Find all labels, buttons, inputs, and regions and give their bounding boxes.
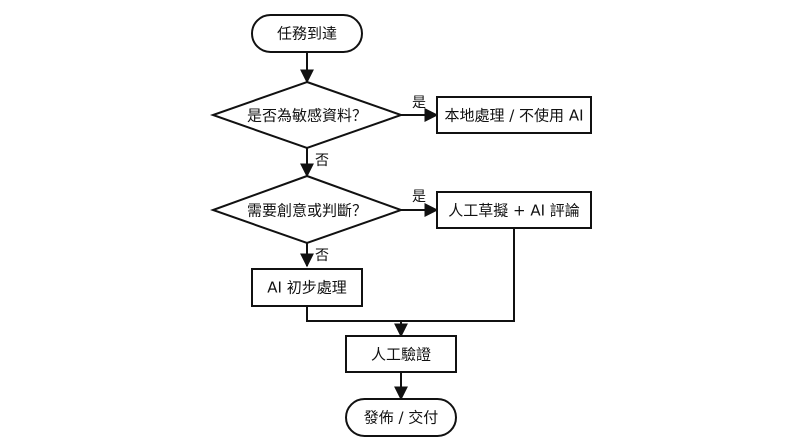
node-end: 發佈 / 交付 (345, 398, 457, 437)
node-ai-initial-processing: AI 初步處理 (251, 268, 363, 307)
decision-sensitive-diamond (209, 80, 405, 150)
node-human-verification: 人工驗證 (345, 335, 457, 373)
end-label: 發佈 / 交付 (364, 409, 439, 427)
human-verification-box (345, 335, 457, 373)
node-decision-creative: 需要創意或判斷？ (210, 174, 404, 245)
label-creative-no: 否 (315, 248, 329, 264)
decision-creative-diamond (210, 174, 404, 245)
edges (300, 52, 515, 401)
local-processing-box (436, 96, 592, 134)
local-processing-label: 本地處理 / 不使用 AI (444, 107, 583, 125)
start-label: 任務到達 (277, 25, 337, 43)
node-local-processing: 本地處理 / 不使用 AI (436, 96, 592, 134)
human-draft-label: 人工草擬 + AI 評論 (448, 202, 580, 220)
ai-initial-label: AI 初步處理 (267, 279, 346, 297)
start-terminal-shape (251, 14, 363, 53)
human-verification-label: 人工驗證 (371, 346, 431, 364)
label-sensitive-yes: 是 (412, 95, 426, 111)
edge-ai-to-merge (306, 306, 401, 322)
edge-draft-to-merge (401, 228, 515, 322)
decision-sensitive-label: 是否為敏感資料？ (247, 107, 367, 125)
decision-creative-label: 需要創意或判斷？ (247, 202, 367, 220)
node-decision-sensitive: 是否為敏感資料？ (209, 80, 405, 150)
label-creative-yes: 是 (412, 189, 426, 205)
node-human-draft-ai-review: 人工草擬 + AI 評論 (436, 191, 592, 229)
edge-labels: 是 否 是 否 (315, 95, 426, 264)
label-sensitive-no: 否 (315, 153, 329, 169)
end-terminal-shape (345, 398, 457, 437)
ai-initial-box (251, 268, 363, 307)
node-start: 任務到達 (251, 14, 363, 53)
human-draft-box (436, 191, 592, 229)
